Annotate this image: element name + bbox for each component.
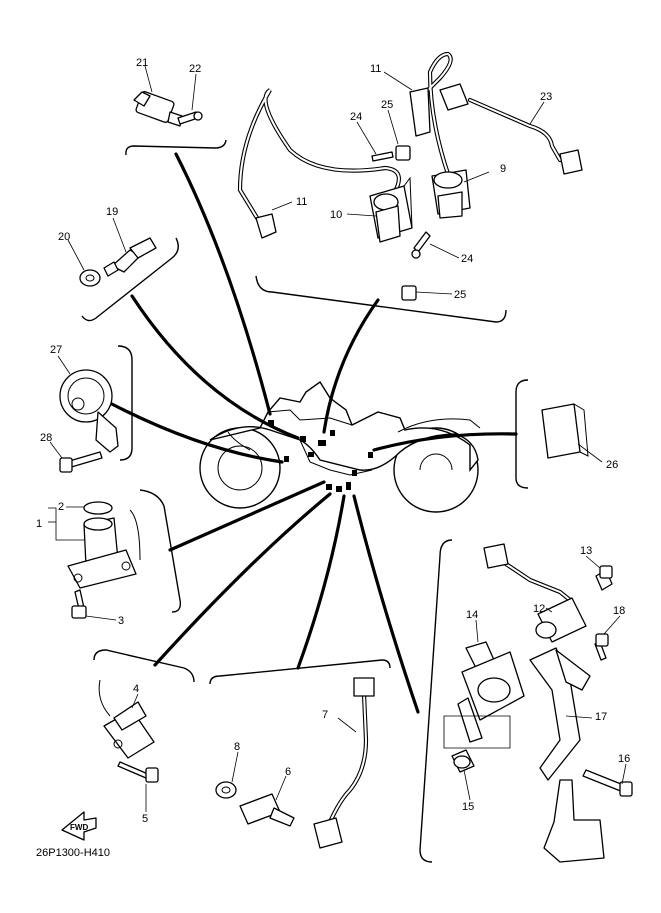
label-11-left: 11 <box>296 196 307 208</box>
label-2: 2 <box>58 501 64 513</box>
nut-25-upper[interactable] <box>395 145 411 161</box>
group-sensor-6-7-8: 7 6 8 <box>209 659 391 849</box>
label-12: 12 <box>533 603 545 615</box>
bolt-18[interactable] <box>594 633 609 661</box>
shift-pedal[interactable] <box>543 779 605 863</box>
bolt-16[interactable] <box>582 769 633 797</box>
label-16: 16 <box>618 753 630 765</box>
gasket-8[interactable] <box>215 781 237 799</box>
label-27: 27 <box>50 344 62 356</box>
bolt-24-upper[interactable] <box>371 151 394 162</box>
group-sensor-21-22: 21 22 <box>125 57 227 156</box>
sensor-lead-12[interactable] <box>483 543 587 643</box>
relay-26[interactable] <box>541 403 589 459</box>
thermo-unit-19[interactable] <box>103 237 157 277</box>
lever-14[interactable] <box>457 641 525 743</box>
label-17: 17 <box>595 711 607 723</box>
callout-lines <box>106 152 518 714</box>
temperature-sender-21[interactable] <box>133 91 183 127</box>
label-15: 15 <box>462 801 474 813</box>
o-ring-2[interactable] <box>83 501 113 515</box>
label-4: 4 <box>133 683 139 695</box>
label-13: 13 <box>580 545 592 557</box>
group-ignition-coils: 11 11 9 10 24 25 23 24 25 <box>237 51 583 323</box>
label-14: 14 <box>466 609 478 621</box>
bracket-17[interactable] <box>529 647 591 781</box>
nut-25-lower[interactable] <box>401 285 417 301</box>
spark-plug-lead-11-right[interactable] <box>409 51 453 177</box>
fwd-label: FWD <box>70 823 88 832</box>
horn-27[interactable] <box>59 369 119 453</box>
bolt-28[interactable] <box>59 451 103 473</box>
collar-15[interactable] <box>451 749 475 773</box>
bolt-5[interactable] <box>117 761 159 783</box>
label-11-top: 11 <box>370 63 381 75</box>
label-25-upper: 25 <box>381 99 393 111</box>
diagram-code: 26P1300-H410 <box>36 847 110 859</box>
label-10: 10 <box>330 209 342 221</box>
label-8: 8 <box>234 741 240 753</box>
label-26: 26 <box>606 459 618 471</box>
label-24-upper: 24 <box>350 111 362 123</box>
group-sensor-4-5: 4 5 <box>93 649 195 825</box>
label-5: 5 <box>142 813 148 825</box>
spark-plug-lead-11-left[interactable] <box>237 88 401 239</box>
label-25-lower: 25 <box>454 289 466 301</box>
bolt-13[interactable] <box>595 565 613 591</box>
group-speed-sensor: 1 2 3 <box>36 489 182 627</box>
label-3: 3 <box>118 615 124 627</box>
label-24-lower: 24 <box>461 253 473 265</box>
ignition-coil-9[interactable] <box>431 169 471 219</box>
forward-arrow: FWD <box>61 811 97 841</box>
label-21: 21 <box>136 57 148 69</box>
label-1: 1 <box>36 518 42 530</box>
bolt-24-lower[interactable] <box>411 231 431 259</box>
lead-7[interactable] <box>313 677 375 849</box>
bolt-3[interactable] <box>71 589 87 619</box>
group-horn: 27 28 <box>40 344 133 473</box>
speed-sensor-1[interactable] <box>67 509 141 589</box>
label-18: 18 <box>613 605 625 617</box>
label-19: 19 <box>106 206 118 218</box>
label-22: 22 <box>189 63 201 75</box>
bolt-22[interactable] <box>177 111 203 125</box>
sensor-4[interactable] <box>98 679 155 759</box>
sensor-6[interactable] <box>239 793 295 827</box>
label-20: 20 <box>58 231 70 243</box>
ignition-coil-10[interactable] <box>369 176 413 243</box>
group-shift-pedal: 12 13 14 15 16 17 18 <box>419 539 633 863</box>
group-sender-19-20: 19 20 <box>58 206 179 322</box>
group-relay: 26 <box>515 379 618 489</box>
label-28: 28 <box>40 432 52 444</box>
label-23: 23 <box>540 91 552 103</box>
washer-20[interactable] <box>79 269 101 287</box>
motorcycle-silhouette <box>199 380 481 513</box>
label-9: 9 <box>500 163 506 175</box>
sub-lead-23[interactable] <box>439 83 583 175</box>
label-7: 7 <box>322 709 328 721</box>
label-6: 6 <box>285 766 291 778</box>
